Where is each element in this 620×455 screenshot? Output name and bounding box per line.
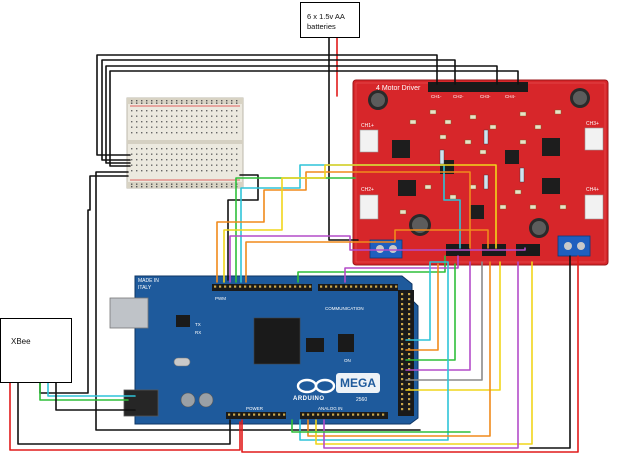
orange-wire [307,261,491,437]
purple-wire [344,255,459,283]
yellow-wire [223,164,497,283]
yellow-wire [405,261,501,391]
power-jack [123,389,159,417]
ch-label: CH4+ [586,187,599,193]
green-wire [39,379,129,401]
motor-driver-title: 4 Motor Driver [376,85,421,92]
pin-label: CH2- [453,94,464,99]
ch-label: CH3+ [586,121,599,127]
ch-label: CH2+ [361,187,374,193]
red-wire [241,255,579,453]
brand-label: ARDUINO [293,396,325,402]
arduino-logo [296,378,336,394]
black-wire [227,174,259,281]
orange-wire [405,263,439,351]
green-wire [297,255,446,283]
header-pins [214,285,411,416]
made-in-label: MADE IN [138,278,159,284]
motor-driver-board [352,79,609,266]
black-wire [101,59,456,161]
black-wire [55,379,136,411]
black-wire [17,379,231,445]
communication-label: COMMUNICATION [325,306,364,311]
orange-wire [245,229,489,283]
black-wire [105,65,498,164]
battery-label-line1: 6 x 1.5v AA [307,12,345,21]
xbee-box: XBee [0,318,72,383]
on-label: ON [344,358,351,363]
black-wire [95,171,421,431]
usb-port [109,297,149,329]
rx-label: RX [195,330,202,335]
purple-wire [229,235,526,283]
italy-label: ITALY [138,285,152,291]
green-wire [291,419,471,433]
black-wire [529,255,571,449]
cyan-wire [47,379,136,397]
black-wire [109,70,519,167]
cyan-wire [299,261,449,441]
wires [9,37,579,453]
gray-wire [405,261,483,381]
green-wire [405,263,456,361]
terminal-block [369,235,591,259]
atmega-chip [253,317,301,365]
cyan-wire [405,261,449,341]
model-label: MEGA [340,376,376,390]
purple-wire [323,261,519,449]
arduino-mega-board [109,275,419,425]
model-number-label: 2560 [356,397,368,403]
analog-label: ANALOG IN [318,406,343,411]
red-wire [9,379,241,451]
motor-connector [359,127,604,220]
breadboard [126,97,244,189]
battery-box: 6 x 1.5v AA batteries [300,2,360,38]
driver-chip [392,138,560,219]
pin-label: CH4- [505,94,516,99]
pwm-label: PWM [215,296,226,301]
purple-wire [405,261,471,371]
smd-parts [399,109,567,215]
capacitor [368,88,590,238]
battery-wire-black [328,37,359,241]
ch-label: CH1+ [361,123,374,129]
orange-wire [216,171,471,283]
power-label: POWER [246,406,264,411]
battery-label-line2: batteries [307,22,336,31]
breadboard-holes [131,100,238,188]
black-wire [96,54,438,156]
tx-label: TX [195,322,201,327]
pin-label: CH1- [431,94,442,99]
xbee-label: XBee [11,337,31,346]
pin-label: CH3- [480,94,491,99]
